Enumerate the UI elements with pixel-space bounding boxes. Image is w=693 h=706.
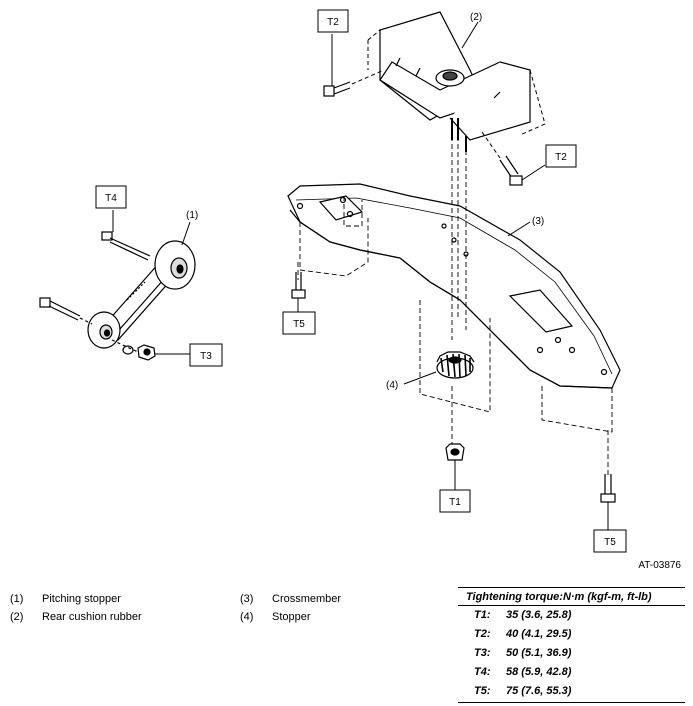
washer-nut-t3: [111, 339, 190, 361]
svg-text:T2: T2: [555, 152, 567, 163]
torque-row: T4: 58 (5.9, 42.8): [458, 663, 685, 682]
torque-value: 35 (3.6, 25.8): [506, 609, 572, 621]
svg-text:T1: T1: [449, 497, 461, 508]
torque-tag-t1: T1: [439, 489, 471, 513]
exploded-view-diagram: (1) (2) (3) (4) T2 T2 T4 T3 T5 T1 T5: [39, 9, 627, 553]
torque-tag-t5-right: T5: [593, 529, 627, 553]
bolt-t2-upper: [323, 34, 385, 97]
legend-item: (1) Pitching stopper: [10, 590, 142, 608]
legend-number: (1): [10, 593, 24, 605]
torque-tag-t5-left: T5: [282, 311, 316, 335]
torque-value: 75 (7.6, 55.3): [506, 685, 572, 697]
torque-key: T2:: [474, 628, 491, 640]
pitching-stopper: [87, 240, 196, 349]
legend-right: (3) Crossmember (4) Stopper: [240, 590, 341, 626]
torque-key: T1:: [474, 609, 491, 621]
figure-id: AT-03876: [638, 560, 681, 571]
legend-number: (3): [240, 593, 254, 605]
bolt-t2-lower: [481, 131, 546, 186]
torque-row: T1: 35 (3.6, 25.8): [458, 606, 685, 625]
legend-name: Stopper: [272, 611, 311, 623]
legend-number: (2): [10, 611, 24, 623]
svg-text:T4: T4: [105, 193, 117, 204]
bolt-t5-left: [291, 272, 306, 312]
bolt-pitching-lower: [39, 297, 93, 325]
torque-key: T3:: [474, 647, 491, 659]
torque-table: Tightening torque:N·m (kgf-m, ft-lb) T1:…: [458, 587, 685, 703]
torque-row: T5: 75 (7.6, 55.3): [458, 682, 685, 701]
torque-table-rule: [458, 702, 685, 703]
callout-part-3: (3): [532, 216, 544, 227]
nut-t1: [445, 443, 465, 490]
torque-value: 50 (5.1, 36.9): [506, 647, 572, 659]
torque-tag-t2-upper: T2: [317, 9, 349, 33]
torque-row: T3: 50 (5.1, 36.9): [458, 644, 685, 663]
rear-cushion-rubber: [367, 11, 546, 152]
legend-left: (1) Pitching stopper (2) Rear cushion ru…: [10, 590, 142, 626]
torque-tag-t3: T3: [189, 343, 223, 367]
stopper: [403, 351, 475, 385]
legend-item: (4) Stopper: [240, 608, 341, 626]
bolt-t4: [101, 210, 151, 261]
crossmember: [287, 183, 621, 389]
svg-text:T2: T2: [327, 17, 339, 28]
legend-name: Pitching stopper: [42, 593, 121, 605]
svg-text:T5: T5: [604, 537, 616, 548]
legend-name: Rear cushion rubber: [42, 611, 142, 623]
torque-row: T2: 40 (4.1, 29.5): [458, 625, 685, 644]
legend-item: (3) Crossmember: [240, 590, 341, 608]
torque-value: 40 (4.1, 29.5): [506, 628, 572, 640]
legend-item: (2) Rear cushion rubber: [10, 608, 142, 626]
torque-value: 58 (5.9, 42.8): [506, 666, 572, 678]
callout-part-2: (2): [470, 12, 482, 23]
torque-key: T5:: [474, 685, 491, 697]
torque-tag-t2-lower: T2: [545, 144, 577, 168]
torque-key: T4:: [474, 666, 491, 678]
mounting-projections: [297, 120, 613, 478]
svg-text:T5: T5: [293, 319, 305, 330]
bolt-t5-right: [600, 474, 616, 530]
legend-number: (4): [240, 611, 254, 623]
torque-table-header: Tightening torque:N·m (kgf-m, ft-lb): [458, 587, 685, 606]
torque-tag-t4: T4: [95, 185, 127, 209]
svg-text:T3: T3: [200, 351, 212, 362]
callout-part-4: (4): [386, 380, 398, 391]
legend-name: Crossmember: [272, 593, 342, 605]
callout-part-1: (1): [186, 210, 198, 221]
